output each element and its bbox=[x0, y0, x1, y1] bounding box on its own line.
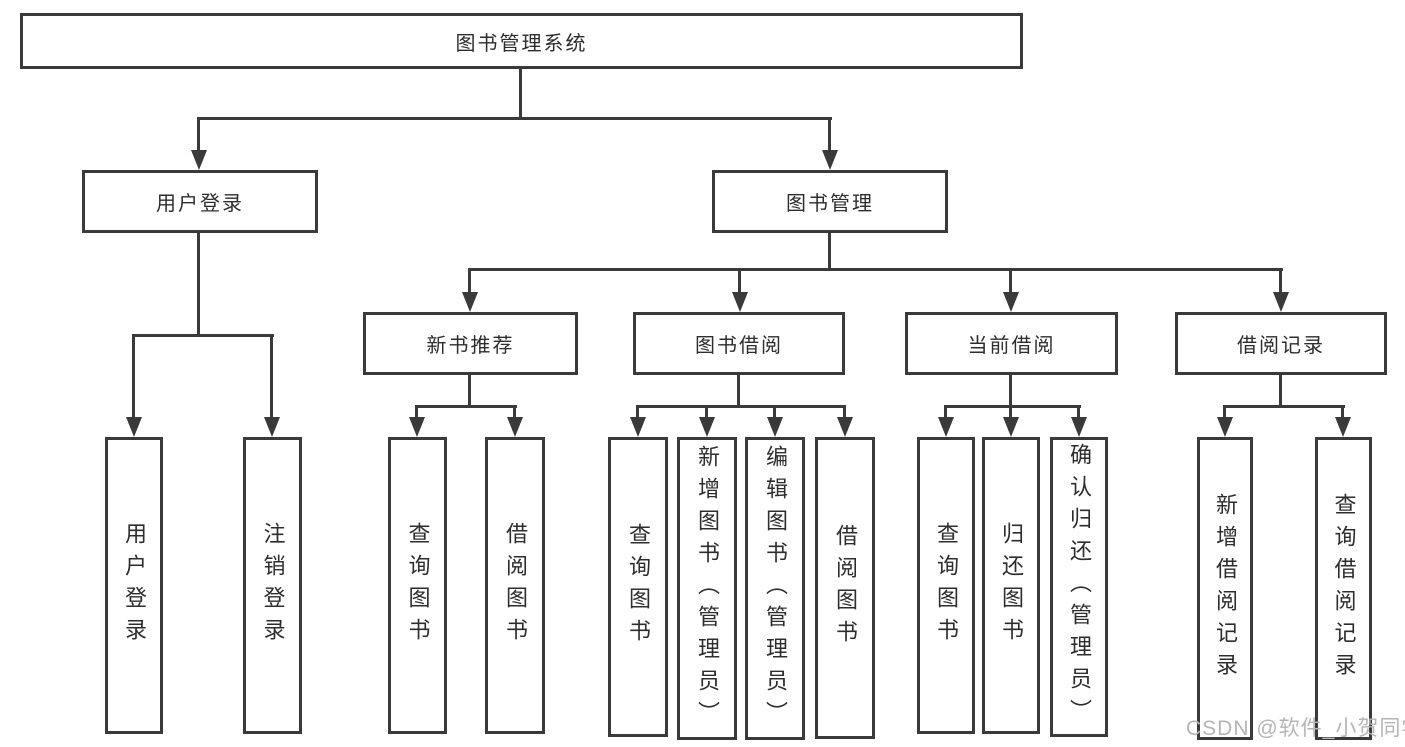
connector-vline bbox=[197, 233, 200, 337]
node-borrow-records-label: 借阅记录 bbox=[1237, 335, 1325, 357]
node-logout-label: 注销登录 bbox=[260, 521, 286, 650]
node-current-borrow-label: 当前借阅 bbox=[967, 335, 1056, 357]
arrow-down-icon bbox=[837, 417, 853, 437]
node-book-borrow: 图书借阅 bbox=[633, 312, 845, 375]
node-root: 图书管理系统 bbox=[20, 13, 1023, 69]
connector-vline bbox=[1279, 270, 1282, 294]
node-new-book-recommend: 新书推荐 bbox=[363, 312, 578, 375]
arrow-down-icon bbox=[1003, 417, 1019, 437]
node-bb-edit-books-admin-label: 编辑图书（管理员） bbox=[763, 444, 788, 733]
connector-vline bbox=[737, 375, 740, 408]
connector-hline bbox=[197, 117, 832, 120]
node-bb-borrow-books: 借阅图书 bbox=[815, 437, 875, 739]
arrow-down-icon bbox=[732, 292, 748, 312]
connector-vline bbox=[944, 407, 947, 418]
connector-vline bbox=[1009, 407, 1012, 418]
arrow-down-icon bbox=[126, 417, 142, 437]
node-new-book-recommend-label: 新书推荐 bbox=[426, 335, 515, 357]
node-br-query-record: 查询借阅记录 bbox=[1315, 437, 1372, 740]
arrow-down-icon bbox=[1071, 417, 1087, 437]
connector-hline bbox=[1223, 405, 1345, 408]
node-bb-add-books-admin: 新增图书（管理员） bbox=[677, 437, 737, 740]
arrow-down-icon bbox=[938, 417, 954, 437]
connector-vline bbox=[197, 119, 200, 152]
arrow-down-icon bbox=[409, 417, 425, 437]
node-book-management-label: 图书管理 bbox=[786, 193, 874, 215]
arrow-down-icon bbox=[1003, 292, 1019, 312]
connector-vline bbox=[738, 270, 741, 294]
connector-vline bbox=[705, 407, 708, 418]
node-cb-return-books-label: 归还图书 bbox=[999, 521, 1024, 650]
connector-vline bbox=[1279, 375, 1282, 408]
connector-vline bbox=[513, 407, 516, 418]
node-bb-add-books-admin-label: 新增图书（管理员） bbox=[695, 444, 720, 733]
node-br-add-record-label: 新增借阅记录 bbox=[1213, 492, 1238, 685]
arrow-down-icon bbox=[699, 417, 715, 437]
node-bb-query-books: 查询图书 bbox=[608, 437, 668, 737]
connector-vline bbox=[132, 336, 135, 417]
node-current-borrow: 当前借阅 bbox=[905, 312, 1118, 375]
connector-vline bbox=[636, 407, 639, 418]
arrow-down-icon bbox=[1273, 292, 1289, 312]
connector-hline bbox=[415, 405, 517, 408]
node-br-add-record: 新增借阅记录 bbox=[1197, 437, 1253, 740]
node-user-login-label: 用户登录 bbox=[122, 521, 147, 650]
node-nbr-borrow-books: 借阅图书 bbox=[485, 437, 545, 734]
node-borrow-records: 借阅记录 bbox=[1175, 312, 1387, 375]
node-bb-edit-books-admin: 编辑图书（管理员） bbox=[745, 437, 805, 740]
connector-hline bbox=[944, 405, 1081, 408]
arrow-down-icon bbox=[191, 150, 207, 170]
node-cb-query-books-label: 查询图书 bbox=[934, 521, 959, 650]
node-nbr-query-books: 查询图书 bbox=[388, 437, 447, 734]
connector-vline bbox=[468, 270, 471, 294]
arrow-down-icon bbox=[462, 292, 478, 312]
connector-hline bbox=[132, 334, 274, 337]
node-book-management: 图书管理 bbox=[712, 170, 948, 233]
node-user-login: 用户登录 bbox=[105, 437, 163, 734]
node-br-query-record-label: 查询借阅记录 bbox=[1331, 492, 1357, 685]
node-cb-return-books: 归还图书 bbox=[982, 437, 1040, 734]
connector-vline bbox=[1341, 407, 1344, 418]
connector-vline bbox=[773, 407, 776, 418]
node-logout: 注销登录 bbox=[243, 437, 302, 734]
connector-vline bbox=[270, 336, 273, 417]
arrow-down-icon bbox=[507, 417, 523, 437]
watermark-text: CSDN @软件_小贺同学 bbox=[1186, 717, 1405, 740]
connector-vline bbox=[519, 68, 522, 119]
node-cb-confirm-return-admin: 确认归还（管理员） bbox=[1050, 437, 1108, 737]
connector-vline bbox=[828, 119, 831, 152]
node-nbr-query-books-label: 查询图书 bbox=[405, 521, 431, 650]
connector-vline bbox=[1223, 407, 1226, 418]
arrow-down-icon bbox=[264, 417, 280, 437]
arrow-down-icon bbox=[1335, 417, 1351, 437]
connector-vline bbox=[828, 233, 831, 271]
arrow-down-icon bbox=[1217, 417, 1233, 437]
connector-vline bbox=[843, 407, 846, 418]
arrow-down-icon bbox=[822, 150, 838, 170]
node-cb-confirm-return-admin-label: 确认归还（管理员） bbox=[1067, 443, 1092, 731]
arrow-down-icon bbox=[630, 417, 646, 437]
node-user-login-group-label: 用户登录 bbox=[156, 193, 244, 215]
connector-vline bbox=[1009, 375, 1012, 408]
connector-vline bbox=[415, 407, 418, 418]
connector-vline bbox=[1009, 270, 1012, 294]
node-book-borrow-label: 图书借阅 bbox=[695, 335, 783, 357]
node-bb-query-books-label: 查询图书 bbox=[626, 523, 651, 651]
node-nbr-borrow-books-label: 借阅图书 bbox=[503, 521, 528, 650]
connector-hline bbox=[636, 405, 846, 408]
connector-vline bbox=[1077, 407, 1080, 418]
node-bb-borrow-books-label: 借阅图书 bbox=[833, 524, 858, 652]
arrow-down-icon bbox=[767, 417, 783, 437]
node-root-label: 图书管理系统 bbox=[455, 32, 588, 55]
connector-vline bbox=[468, 375, 471, 408]
connector-hline bbox=[468, 268, 1283, 271]
node-user-login-group: 用户登录 bbox=[82, 170, 318, 233]
node-cb-query-books: 查询图书 bbox=[917, 437, 975, 734]
